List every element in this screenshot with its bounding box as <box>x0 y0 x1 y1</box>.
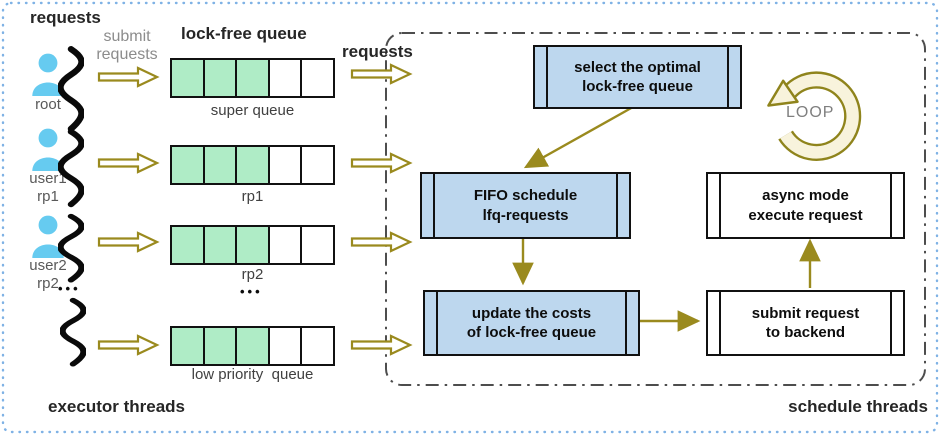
users-ellipsis: ••• <box>58 281 81 296</box>
node-text-line: update the costs <box>471 304 592 322</box>
queue-cell <box>267 58 303 98</box>
node-async-execute: async mode execute request <box>706 172 905 239</box>
schedule-threads-label: schedule threads <box>788 397 928 416</box>
queue-label: rp2 <box>241 266 264 283</box>
queue-super <box>170 58 335 98</box>
node-text-line: lock-free queue <box>582 78 693 95</box>
user-label: root <box>35 96 61 113</box>
queue-label: super queue <box>210 102 295 119</box>
queue-cell <box>202 326 238 366</box>
queue-cell <box>300 145 335 185</box>
queue-cell <box>300 326 335 366</box>
queue-cell <box>202 58 238 98</box>
queue-cell <box>170 145 205 185</box>
queue-cell <box>235 225 270 265</box>
queues-ellipsis: ••• <box>240 284 263 299</box>
request-stream-squiggle <box>58 213 84 283</box>
request-stream-squiggle <box>58 128 84 208</box>
queue-cell <box>235 145 270 185</box>
queue-cell <box>170 326 205 366</box>
user-icon <box>32 53 64 96</box>
block-arrow-right-icon <box>350 63 413 85</box>
queue-cell <box>267 225 303 265</box>
node-update-costs: update the costs of lock-free queue <box>423 290 640 356</box>
node-text-line: async mode <box>762 187 849 204</box>
queue-cell <box>267 326 303 366</box>
node-text-line: execute request <box>748 206 863 224</box>
user-label: user1 <box>29 170 67 187</box>
loop-label: LOOP <box>786 104 835 121</box>
block-arrow-right-icon <box>350 334 413 356</box>
queue-label: rp1 <box>241 188 264 205</box>
queue-cell <box>235 326 270 366</box>
queue-cell <box>300 225 335 265</box>
request-stream-squiggle <box>58 46 84 132</box>
block-arrow-right-icon <box>97 152 160 174</box>
user-label: user2 <box>29 257 67 274</box>
node-text-line: of lock-free queue <box>466 324 597 341</box>
loop-circular-arrow-icon <box>767 71 862 161</box>
user-icon <box>32 128 64 171</box>
queue-cell <box>170 58 205 98</box>
node-fifo-schedule: FIFO schedule lfq-requests <box>420 172 631 239</box>
node-text-line: to backend <box>765 324 846 341</box>
user-icon <box>32 215 64 258</box>
node-text-line: lfq-requests <box>482 206 569 224</box>
node-text-line: FIFO schedule <box>473 187 578 204</box>
queue-low-priority <box>170 326 335 366</box>
queue-cell <box>202 145 238 185</box>
requests-title: requests <box>30 8 101 27</box>
queue-cell <box>235 58 270 98</box>
queue-label: low priority queue <box>191 366 314 383</box>
queue-cell <box>170 225 205 265</box>
queue-cell <box>300 58 335 98</box>
requests-inflow-label: requests <box>342 42 413 61</box>
request-stream-squiggle <box>60 297 86 367</box>
executor-threads-label: executor threads <box>48 397 185 416</box>
queue-cell <box>202 225 238 265</box>
block-arrow-right-icon <box>97 66 160 88</box>
submit-requests-label: submit requests <box>96 28 158 63</box>
block-arrow-right-icon <box>97 231 160 253</box>
queue-rp1 <box>170 145 335 185</box>
block-arrow-right-icon <box>97 334 160 356</box>
block-arrow-right-icon <box>350 152 413 174</box>
node-text-line: select the optimal <box>574 58 701 76</box>
queue-cell <box>267 145 303 185</box>
user-sub-label: rp2 <box>37 275 59 292</box>
node-select-optimal-queue: select the optimal lock-free queue <box>533 45 742 109</box>
lock-free-queue-title: lock-free queue <box>181 24 307 43</box>
node-submit-backend: submit request to backend <box>706 290 905 356</box>
block-arrow-right-icon <box>350 231 413 253</box>
queue-rp2 <box>170 225 335 265</box>
node-text-line: submit request <box>751 304 860 322</box>
user-sub-label: rp1 <box>37 188 59 205</box>
connector-select-to-fifo <box>523 105 634 169</box>
